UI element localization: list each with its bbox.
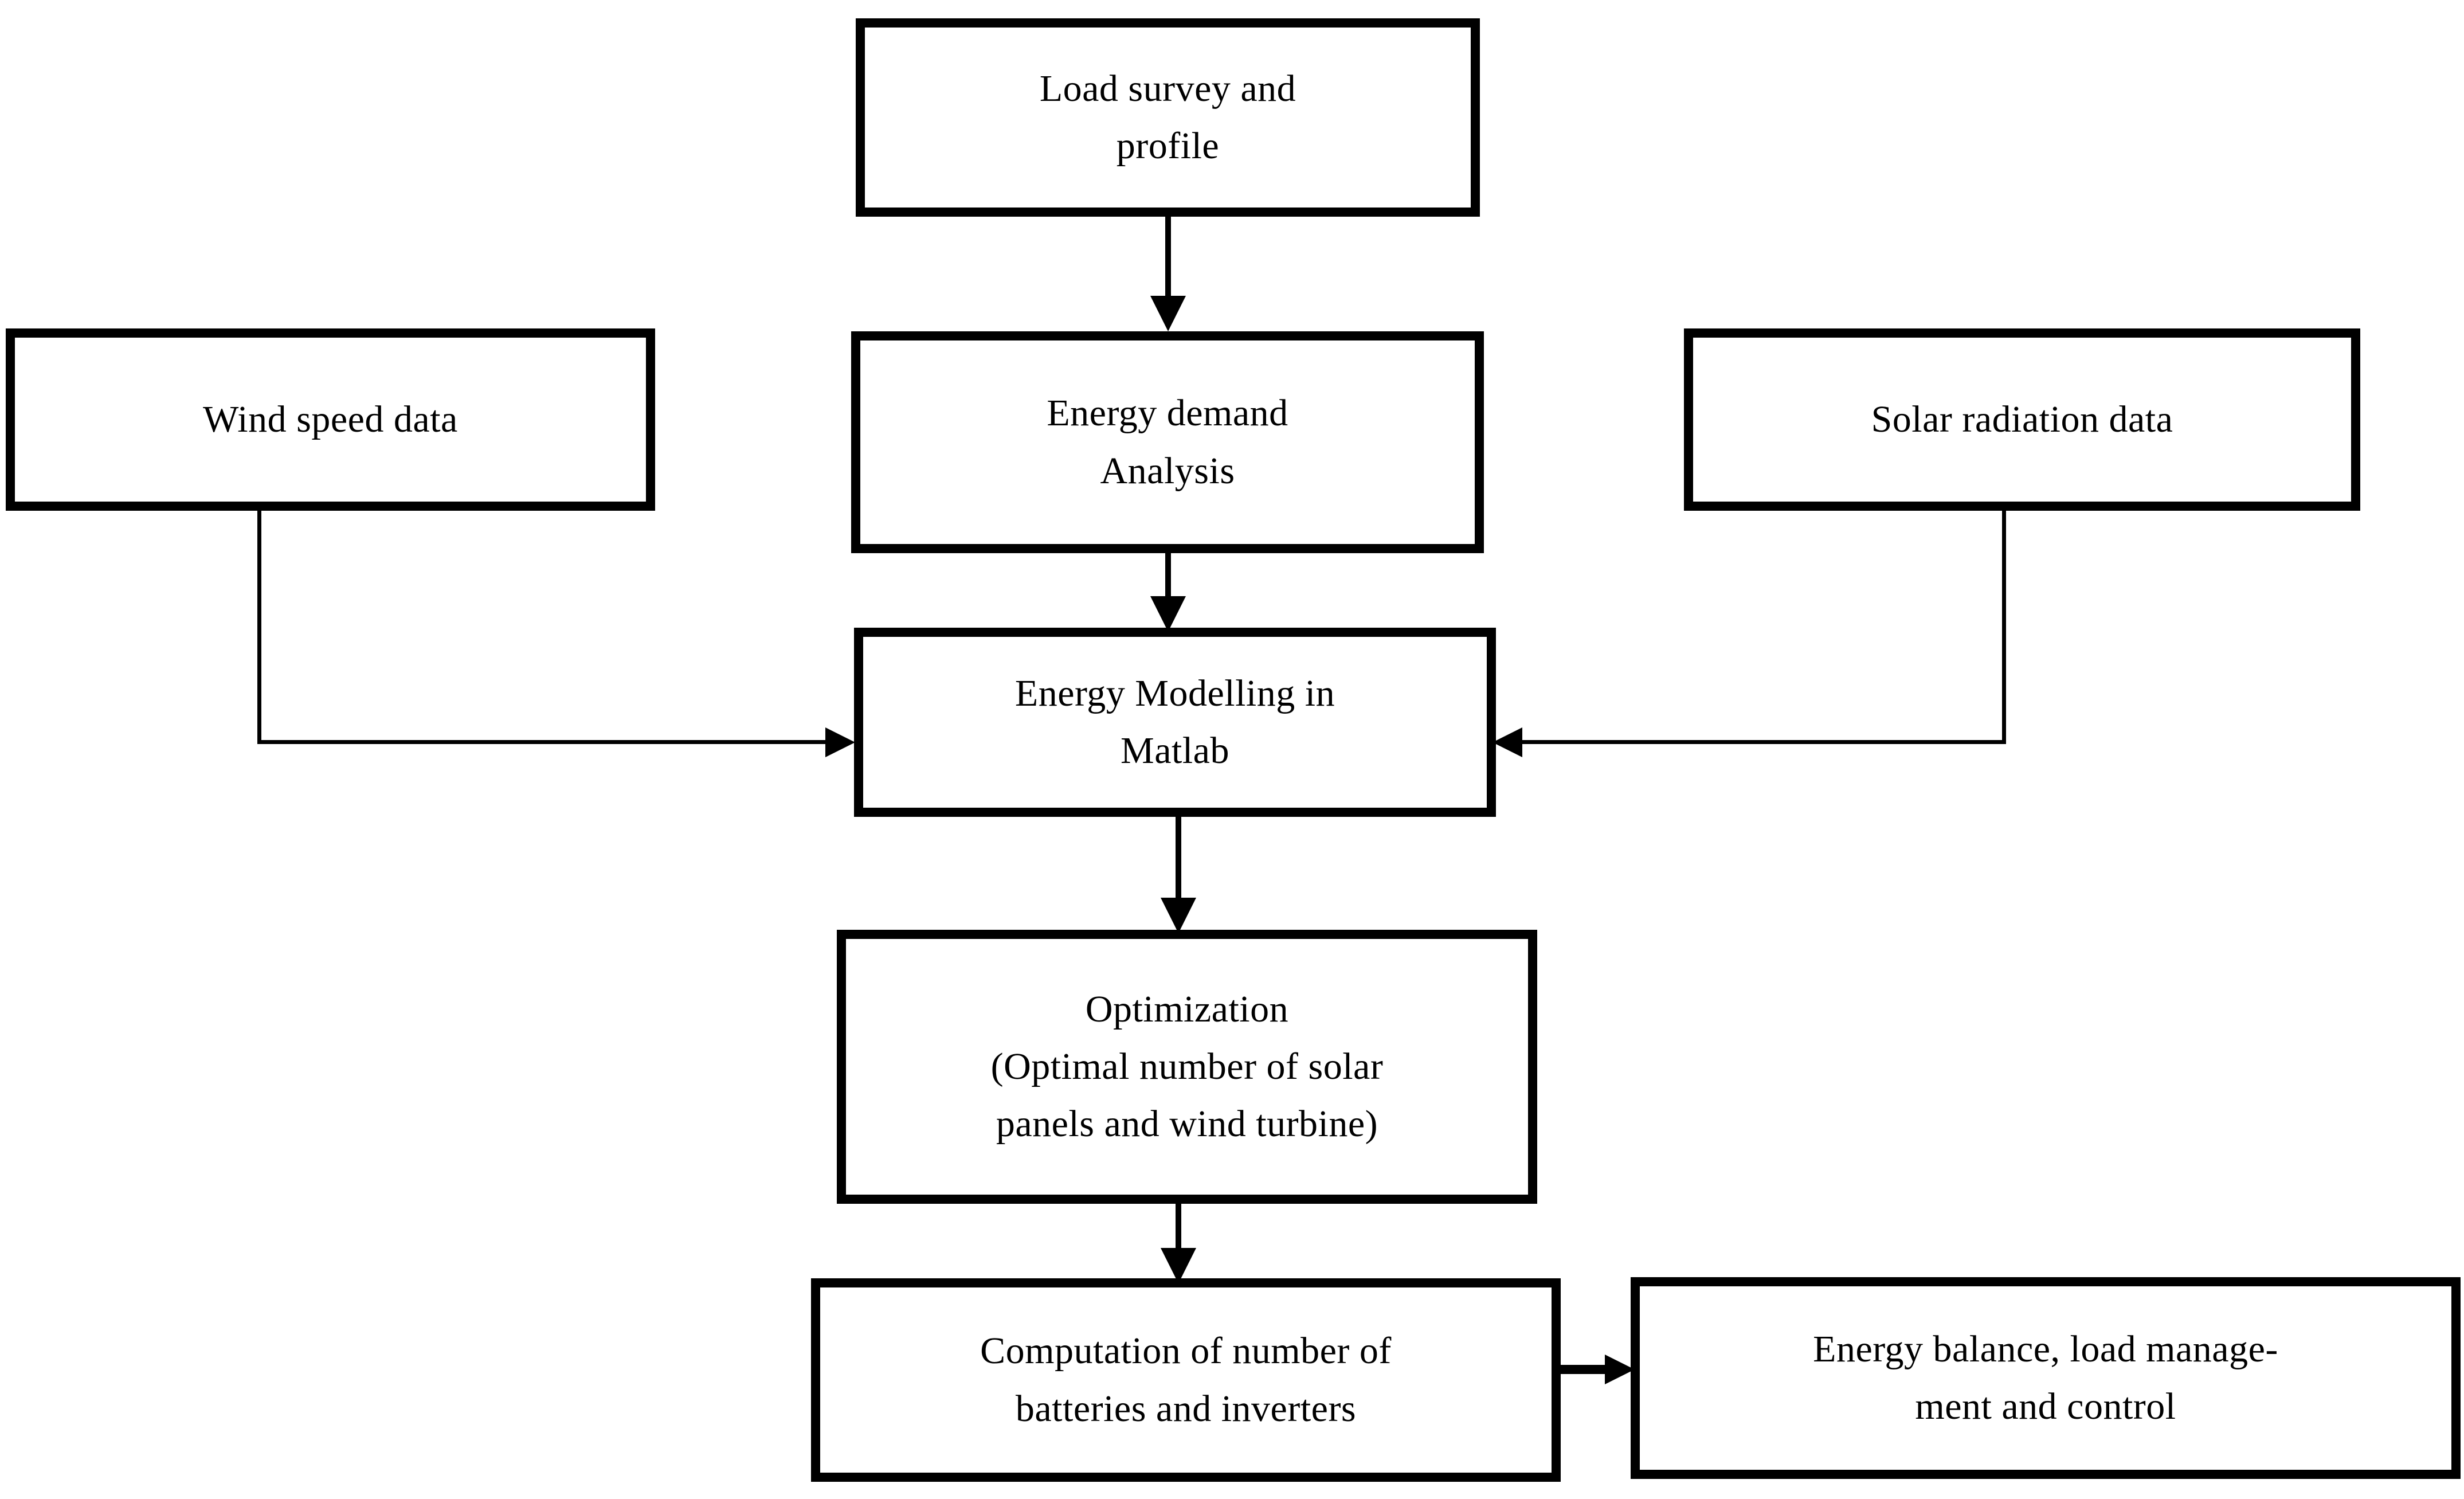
node-energy-modelling-in-matlab[interactable]: Energy Modelling in Matlab: [854, 628, 1496, 817]
node-computation-line-2: batteries and inverters: [1015, 1387, 1357, 1430]
node-energy-balance-line-1: Energy balance, load manage-: [1813, 1328, 2278, 1370]
node-energy-balance-line-2: ment and control: [1915, 1386, 2176, 1427]
arrowhead-right-icon: [825, 727, 855, 757]
edge-energy-modelling-to-optimization: [1176, 817, 1181, 904]
edge-energy-demand-to-energy-modelling: [1165, 553, 1171, 601]
node-wind-speed-line-1: Wind speed data: [203, 398, 458, 440]
arrowhead-down-icon: [1150, 596, 1186, 632]
edge-wind-speed-to-energy-modelling-vertical: [257, 511, 261, 743]
node-energy-demand-line-1: Energy demand: [1047, 392, 1288, 435]
edge-load-survey-to-energy-demand: [1165, 217, 1171, 302]
node-solar-radiation-line-1: Solar radiation data: [1871, 398, 2173, 440]
edge-wind-speed-to-energy-modelling-horizontal: [257, 740, 831, 744]
node-energy-demand-line-2: Analysis: [1100, 449, 1235, 492]
node-optimization-line-3: panels and wind turbine): [996, 1103, 1378, 1145]
arrowhead-down-icon: [1150, 296, 1186, 331]
node-energy-modelling-line-2: Matlab: [1121, 730, 1229, 772]
node-load-survey[interactable]: Load survey and profile: [856, 18, 1480, 217]
arrowhead-left-icon: [1492, 727, 1522, 757]
arrowhead-down-icon: [1161, 1248, 1196, 1283]
node-optimization-line-1: Optimization: [1085, 988, 1289, 1030]
edge-solar-radiation-to-energy-modelling-horizontal: [1520, 740, 2006, 744]
node-load-survey-line-2: profile: [1116, 125, 1220, 167]
node-optimization[interactable]: Optimization (Optimal number of solar pa…: [837, 930, 1537, 1204]
node-energy-demand-analysis[interactable]: Energy demand Analysis: [851, 331, 1484, 553]
edge-computation-to-energy-balance: [1561, 1365, 1613, 1374]
node-energy-balance-load-management-control[interactable]: Energy balance, load manage- ment and co…: [1631, 1277, 2461, 1479]
node-wind-speed-data[interactable]: Wind speed data: [6, 328, 655, 511]
node-solar-radiation-data[interactable]: Solar radiation data: [1684, 328, 2360, 511]
edge-optimization-to-computation: [1176, 1204, 1181, 1254]
node-computation-line-1: Computation of number of: [980, 1330, 1392, 1372]
arrowhead-right-icon: [1605, 1355, 1635, 1384]
edge-solar-radiation-to-energy-modelling-vertical: [2002, 511, 2006, 743]
node-load-survey-line-1: Load survey and: [1039, 67, 1296, 109]
node-computation-batteries-inverters[interactable]: Computation of number of batteries and i…: [811, 1278, 1561, 1482]
node-optimization-line-2: (Optimal number of solar: [990, 1045, 1384, 1087]
node-energy-modelling-line-1: Energy Modelling in: [1014, 672, 1335, 714]
arrowhead-down-icon: [1161, 898, 1196, 933]
